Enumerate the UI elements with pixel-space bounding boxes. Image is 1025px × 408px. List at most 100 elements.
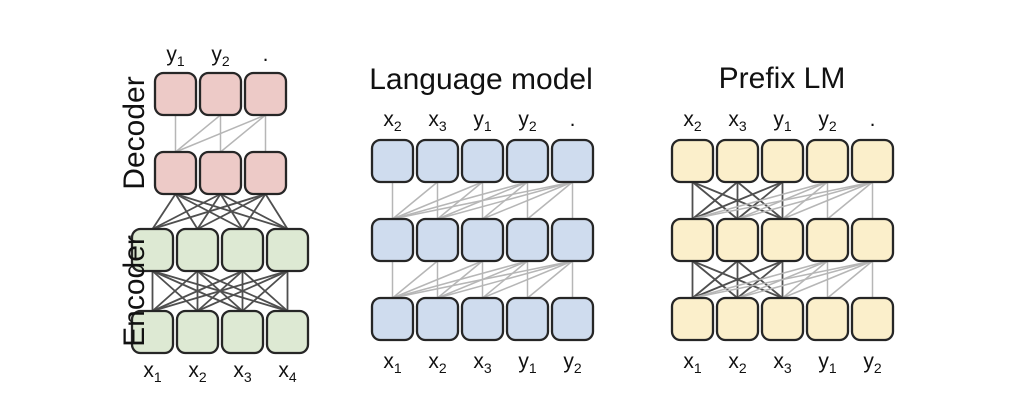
output-token-label: y1 bbox=[473, 108, 492, 134]
attention-edge-fully-visible bbox=[691, 260, 739, 299]
input-token-label: x2 bbox=[188, 359, 207, 385]
input-token-label: x1 bbox=[683, 350, 702, 376]
prefix-box bbox=[805, 217, 850, 263]
attention-edge-causal bbox=[482, 260, 573, 299]
prefix-box bbox=[760, 217, 805, 263]
input-token-label: y2 bbox=[863, 350, 882, 376]
prefix-box bbox=[715, 138, 760, 184]
lm-box bbox=[550, 138, 595, 184]
lm-box bbox=[505, 138, 550, 184]
output-token-label: . bbox=[570, 108, 576, 131]
attention-edge-causal bbox=[392, 260, 573, 299]
input-token-label: y1 bbox=[818, 350, 837, 376]
output-token-label: x3 bbox=[428, 108, 447, 134]
output-token-label: y2 bbox=[818, 108, 837, 134]
encoder-box bbox=[265, 227, 310, 273]
encoder-box bbox=[265, 309, 310, 355]
attention-edge-fully-visible bbox=[692, 260, 783, 299]
prefix-box bbox=[850, 138, 895, 184]
decoder-box bbox=[153, 71, 198, 117]
encoder-box bbox=[175, 309, 220, 355]
lm-box bbox=[550, 217, 595, 263]
prefix-box bbox=[715, 296, 760, 342]
attention-edge-fully-visible bbox=[152, 270, 288, 312]
lm-box bbox=[460, 296, 505, 342]
diagram-title: Prefix LM bbox=[719, 62, 846, 95]
attention-edge-causal bbox=[175, 114, 266, 153]
output-token-label: x2 bbox=[683, 108, 702, 134]
decoder-box bbox=[243, 150, 288, 196]
attention-edge-causal bbox=[437, 181, 573, 220]
lm-box bbox=[415, 296, 460, 342]
attention-edge-causal bbox=[392, 181, 438, 220]
output-token-label: . bbox=[263, 43, 269, 66]
attention-edge-causal bbox=[392, 260, 438, 299]
output-token-label: . bbox=[870, 108, 876, 131]
attention-edge-causal bbox=[392, 181, 528, 220]
side-label-1: Encoder bbox=[118, 235, 151, 347]
attention-edge-causal bbox=[220, 114, 266, 153]
input-token-label: x3 bbox=[473, 350, 492, 376]
output-token-label: y1 bbox=[773, 108, 792, 134]
attention-edge-causal bbox=[527, 260, 573, 299]
lm-box bbox=[460, 217, 505, 263]
attention-edge-causal bbox=[827, 181, 873, 220]
input-token-label: x3 bbox=[773, 350, 792, 376]
decoder-box bbox=[153, 150, 198, 196]
output-token-label: y2 bbox=[518, 108, 537, 134]
decoder-box bbox=[198, 150, 243, 196]
lm-box bbox=[415, 217, 460, 263]
attention-edge-causal bbox=[482, 181, 573, 220]
output-token-label: x3 bbox=[728, 108, 747, 134]
attention-edge-causal bbox=[782, 260, 873, 299]
input-token-label: x2 bbox=[428, 350, 447, 376]
attention-edge-fully-visible bbox=[152, 270, 243, 312]
lm-box bbox=[550, 296, 595, 342]
input-token-label: x2 bbox=[728, 350, 747, 376]
diagram-prefix-lm: Prefix LM x2 x3 y1 y2. x1 x2 x3 y1 y2 bbox=[670, 62, 895, 376]
prefix-box bbox=[850, 217, 895, 263]
attention-edge-causal bbox=[827, 260, 873, 299]
attention-edge-causal bbox=[392, 260, 528, 299]
output-token-label: x2 bbox=[383, 108, 402, 134]
attention-edge-causal bbox=[437, 260, 573, 299]
lm-box bbox=[505, 296, 550, 342]
attention-edge-fully-visible bbox=[241, 193, 267, 230]
lm-box bbox=[460, 138, 505, 184]
attention-edge-fully-visible bbox=[152, 193, 221, 230]
input-token-label: x1 bbox=[143, 359, 162, 385]
attention-edge-fully-visible bbox=[264, 193, 289, 230]
attention-edge-causal bbox=[692, 260, 873, 299]
attention-edge-causal bbox=[392, 260, 483, 299]
attention-edge-causal bbox=[392, 181, 483, 220]
attention-edge-causal bbox=[737, 260, 873, 299]
lm-box bbox=[505, 217, 550, 263]
output-token-label: y2 bbox=[211, 43, 230, 69]
prefix-box bbox=[850, 296, 895, 342]
prefix-box bbox=[805, 138, 850, 184]
prefix-box bbox=[715, 217, 760, 263]
attention-edge-fully-visible bbox=[152, 193, 266, 230]
prefix-box bbox=[805, 296, 850, 342]
encoder-box bbox=[130, 227, 175, 273]
encoder-box bbox=[175, 227, 220, 273]
attention-edge-fully-visible bbox=[691, 181, 739, 220]
attention-edge-causal bbox=[692, 260, 828, 299]
attention-edge-causal bbox=[692, 181, 873, 220]
input-token-label: y2 bbox=[563, 350, 582, 376]
lm-box bbox=[370, 138, 415, 184]
attention-edge-fully-visible bbox=[241, 270, 289, 312]
decoder-box bbox=[198, 71, 243, 117]
prefix-box bbox=[670, 138, 715, 184]
input-token-label: x4 bbox=[278, 359, 297, 385]
attention-edge-fully-visible bbox=[197, 270, 288, 312]
attention-edge-causal bbox=[527, 181, 573, 220]
lm-box bbox=[415, 138, 460, 184]
side-label-0: Decoder bbox=[118, 76, 151, 189]
attention-edge-fully-visible bbox=[197, 193, 266, 230]
attention-edge-causal bbox=[175, 114, 221, 153]
